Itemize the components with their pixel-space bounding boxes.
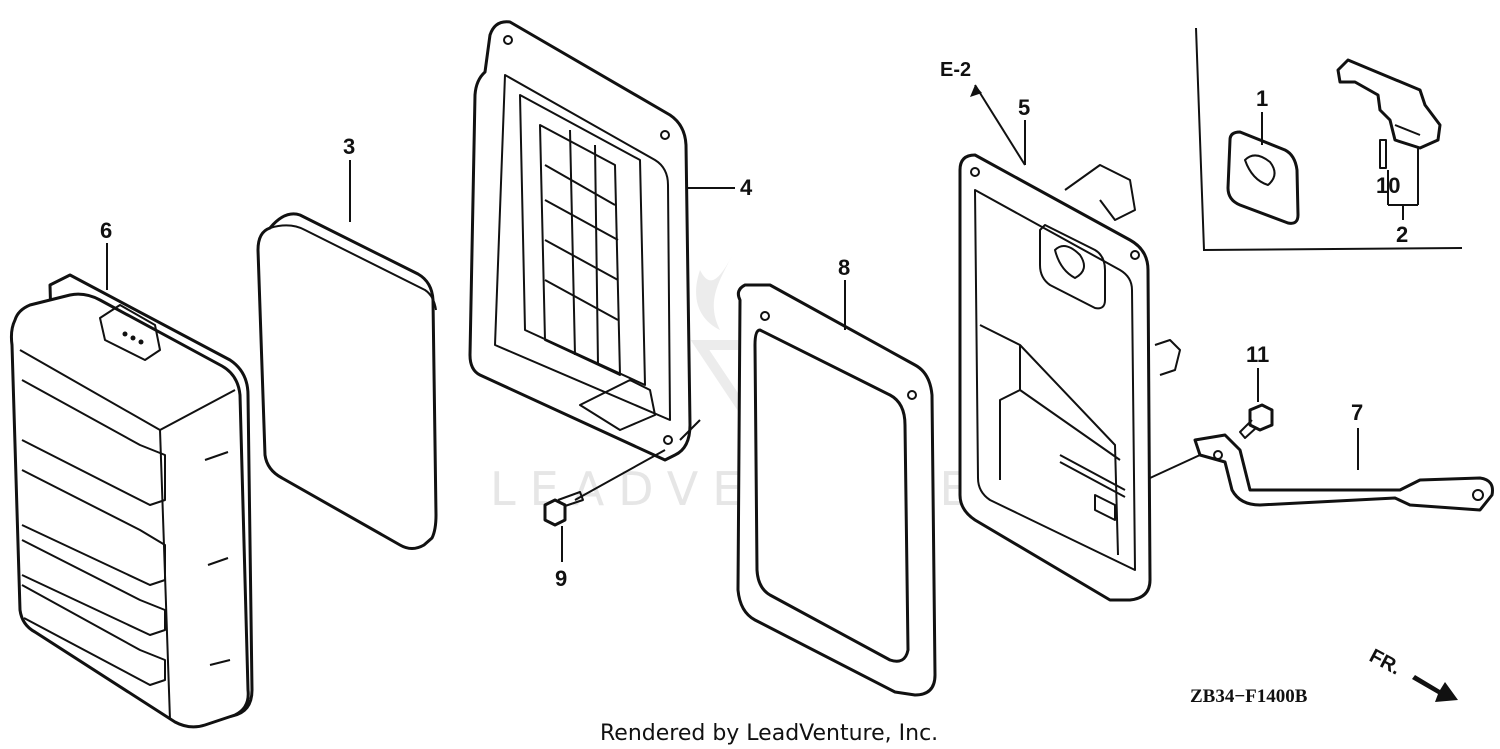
part-7-stay[interactable] [1193, 433, 1494, 512]
part-10-pin[interactable] [1379, 139, 1387, 169]
part-4-air-cleaner-case[interactable] [468, 20, 692, 462]
callout-1: 1 [1256, 86, 1268, 111]
part-3-foam-element[interactable] [256, 212, 438, 550]
callout-11: 11 [1246, 342, 1269, 367]
leader-lines [106, 84, 1458, 702]
inset-box [1195, 27, 1463, 252]
callout-10: 10 [1376, 173, 1400, 198]
part-11-bolt[interactable] [1239, 403, 1274, 439]
part-8-gasket[interactable] [736, 283, 937, 697]
part-1-packing[interactable] [1226, 130, 1300, 225]
callout-7: 7 [1351, 400, 1363, 425]
part-2-lever[interactable] [1336, 58, 1442, 150]
drawing-code: ZB34−F1400B [1190, 686, 1308, 707]
callout-4: 4 [740, 175, 753, 200]
callout-3: 3 [343, 134, 355, 159]
part-5-base-plate[interactable] [958, 153, 1181, 602]
reference-label: E-2 [940, 59, 971, 81]
callout-8: 8 [838, 255, 850, 280]
part-6-air-cleaner-cover[interactable] [9, 273, 254, 729]
callout-9: 9 [555, 566, 567, 591]
callout-5: 5 [1018, 95, 1030, 120]
callout-2: 2 [1396, 222, 1408, 247]
footer-credit: Rendered by LeadVenture, Inc. [600, 721, 938, 746]
direction-label: FR. [1366, 645, 1405, 680]
callout-6: 6 [100, 218, 112, 243]
